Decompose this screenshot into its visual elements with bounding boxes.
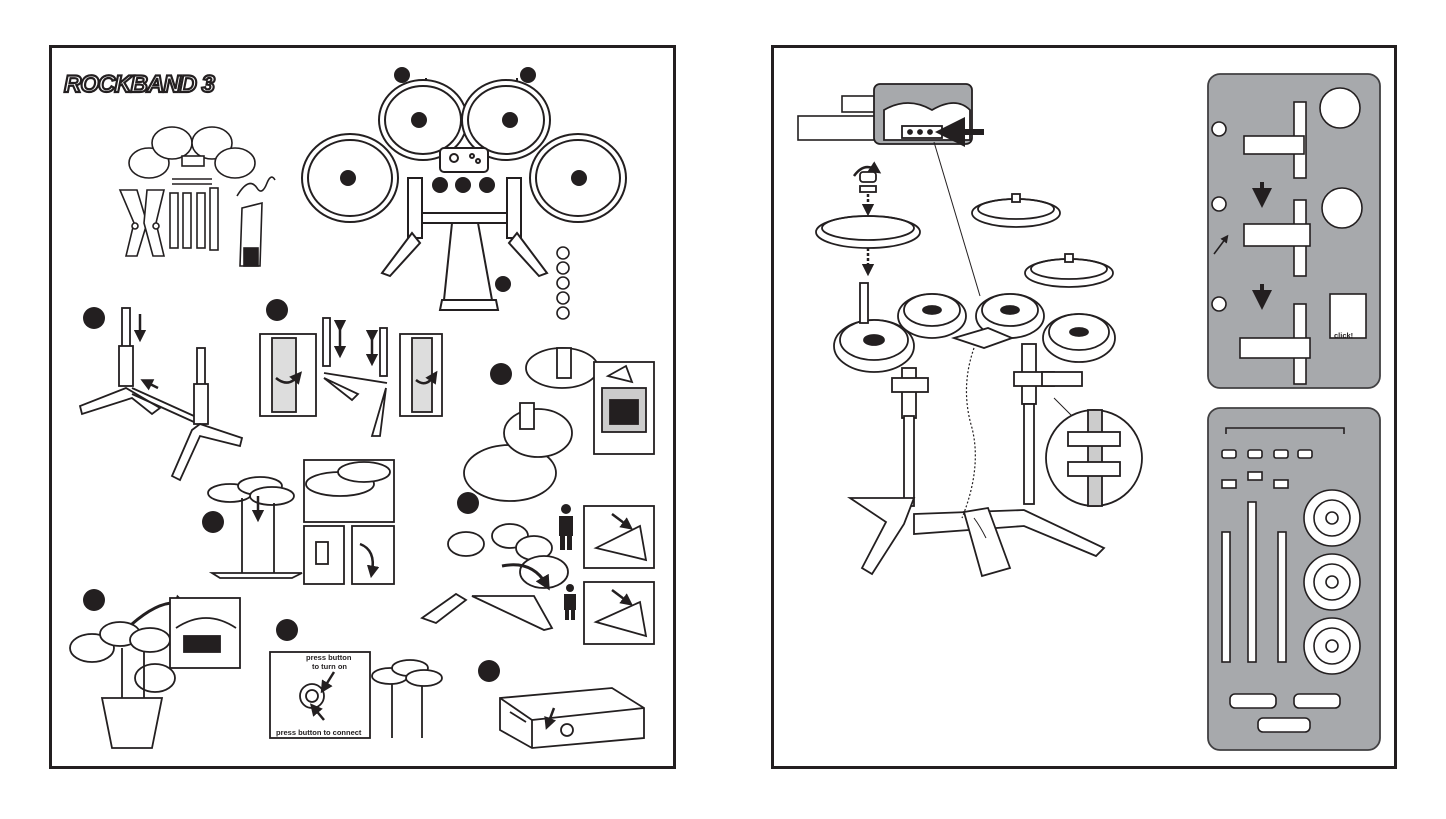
click-label: click! — [1334, 331, 1353, 340]
press-turn-on-line2: to turn on — [312, 662, 347, 671]
parts-overview — [120, 127, 275, 266]
person-icon — [559, 504, 573, 550]
step-1-stand-assembly — [80, 308, 242, 480]
left-instruction-page: ROCKBAND 3 — [49, 45, 676, 769]
legend-circles — [557, 247, 569, 319]
clamp-steps-panel: click! — [1208, 74, 1380, 388]
press-turn-on-line1: press button — [306, 653, 352, 662]
right-instruction-page: click! — [771, 45, 1397, 769]
right-page-illustrations: click! — [774, 48, 1400, 772]
step-4-pad-mount — [208, 460, 394, 584]
parts-list-panel — [1208, 408, 1380, 750]
person-icon-small — [564, 584, 576, 620]
step-5-pedal-connect — [422, 506, 654, 644]
step-7-power-button — [270, 652, 442, 738]
drum-kit-overview — [302, 78, 626, 310]
clamp-zoom-circle — [1046, 398, 1142, 506]
cymbal-icon — [816, 167, 920, 270]
press-connect-label: press button to connect — [276, 728, 362, 737]
drum-pad-icon — [834, 194, 1115, 576]
rockband-logo: ROCKBAND 3 — [64, 71, 216, 98]
left-page-illustrations: ROCKBAND 3 — [52, 48, 679, 772]
step-2-height-adjust — [260, 318, 442, 436]
module-zoom-panel — [874, 84, 984, 296]
console-icon — [500, 688, 644, 748]
logo-text: ROCKBAND 3 — [64, 71, 216, 98]
step-6-cable-connect — [70, 598, 240, 748]
